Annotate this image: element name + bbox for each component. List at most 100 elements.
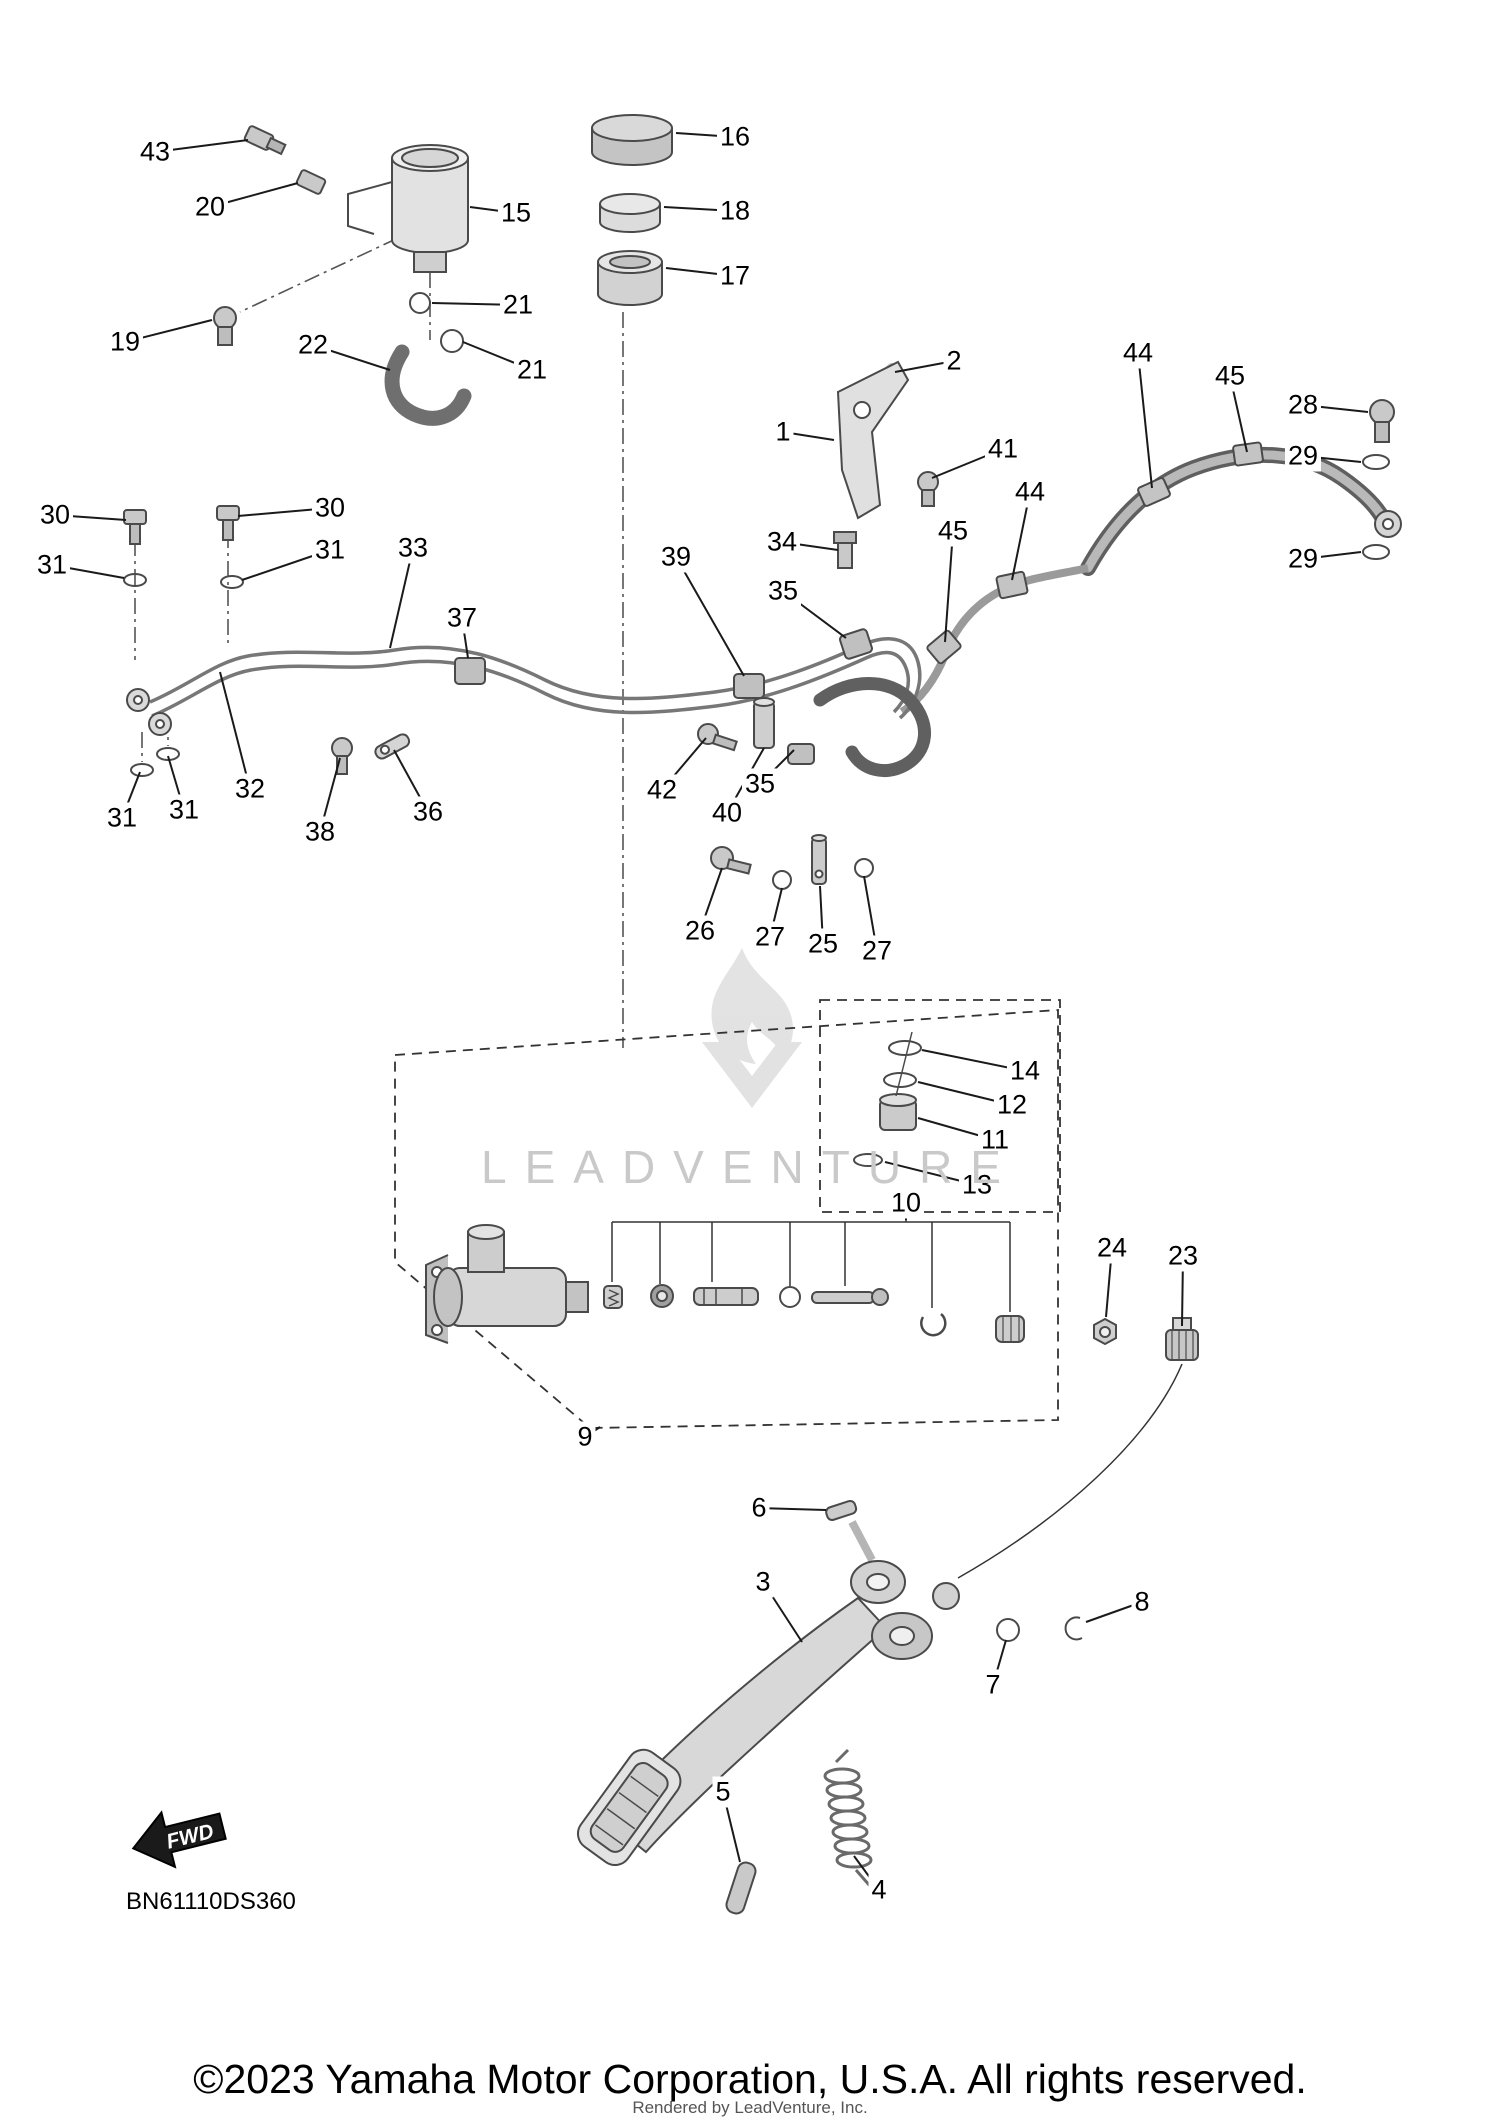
rod-25 bbox=[811, 834, 827, 885]
bolt-30a bbox=[123, 509, 147, 545]
clamp-44a bbox=[1137, 477, 1171, 507]
clamp-35b bbox=[787, 743, 815, 765]
callout-28: 28 bbox=[1284, 389, 1322, 421]
callout-19: 19 bbox=[106, 326, 144, 358]
callout-2: 2 bbox=[943, 345, 965, 377]
circlip bbox=[920, 1313, 947, 1337]
callout-14: 14 bbox=[1006, 1055, 1044, 1087]
brake-pedal-assembly bbox=[576, 1499, 1083, 1915]
washer-13 bbox=[853, 1153, 883, 1167]
bracket-1 bbox=[836, 360, 910, 520]
callout-38: 38 bbox=[301, 816, 339, 848]
callout-11: 11 bbox=[977, 1124, 1013, 1156]
callout-27: 27 bbox=[858, 935, 896, 967]
clamp-21a bbox=[409, 292, 431, 314]
washer-31b bbox=[220, 575, 244, 589]
callout-16: 16 bbox=[716, 121, 754, 153]
bolt-34 bbox=[833, 531, 857, 569]
leader-line-44 bbox=[1137, 352, 1153, 489]
pipe-end-fittings bbox=[123, 505, 873, 777]
clip-8 bbox=[1064, 1616, 1083, 1641]
washer-31c bbox=[130, 763, 154, 777]
leader-line-39 bbox=[675, 556, 745, 677]
feed-hose bbox=[813, 677, 931, 778]
callout-44: 44 bbox=[1119, 337, 1157, 369]
copyright-text: ©2023 Yamaha Motor Corporation, U.S.A. A… bbox=[193, 2056, 1307, 2102]
callout-21: 21 bbox=[513, 354, 551, 386]
callout-25: 25 bbox=[804, 928, 842, 960]
reservoir-hose-22 bbox=[384, 344, 472, 426]
callout-21: 21 bbox=[499, 289, 537, 321]
pin-6 bbox=[825, 1499, 858, 1521]
boot bbox=[995, 1315, 1025, 1343]
mc-outlet bbox=[565, 1281, 589, 1313]
leader-line-6 bbox=[758, 1507, 827, 1511]
callout-6: 6 bbox=[748, 1492, 770, 1524]
pedal-pad bbox=[576, 1748, 682, 1867]
callout-18: 18 bbox=[716, 195, 754, 227]
bolt-20 bbox=[295, 169, 327, 195]
plate-36 bbox=[374, 733, 411, 760]
callout-20: 20 bbox=[191, 191, 229, 223]
reservoir-assembly bbox=[213, 114, 673, 426]
banjo-bolt-28 bbox=[1369, 399, 1395, 443]
clamp-39 bbox=[733, 673, 765, 699]
fwd-arrow: FWD bbox=[131, 1810, 227, 1869]
washer-29a bbox=[1362, 454, 1390, 470]
reservoir-cap-16 bbox=[591, 114, 673, 166]
bolt-19 bbox=[213, 306, 237, 346]
clamp-45a bbox=[1232, 441, 1264, 467]
rendered-by-note: Rendered by LeadVenture, Inc. bbox=[632, 2098, 868, 2117]
callout-42: 42 bbox=[643, 774, 681, 806]
washer bbox=[779, 1286, 801, 1308]
callout-4: 4 bbox=[868, 1874, 890, 1906]
callout-35: 35 bbox=[764, 575, 802, 607]
washer-29b bbox=[1362, 544, 1390, 560]
return-spring-4 bbox=[823, 1748, 873, 1887]
washer-12 bbox=[883, 1072, 917, 1088]
callout-34: 34 bbox=[763, 526, 801, 558]
callout-31: 31 bbox=[165, 794, 203, 826]
bolt-30b bbox=[216, 505, 240, 541]
rear-brake-hose-group bbox=[833, 399, 1402, 716]
washer-31d bbox=[156, 747, 180, 761]
clamp-35a bbox=[839, 628, 873, 660]
callout-30: 30 bbox=[311, 492, 349, 524]
callout-35: 35 bbox=[741, 768, 779, 800]
clamp-21b bbox=[440, 329, 464, 353]
hose-to-pipes bbox=[899, 564, 1089, 716]
callout-33: 33 bbox=[394, 532, 432, 564]
nut-24 bbox=[1093, 1317, 1117, 1346]
bolt-38 bbox=[331, 737, 353, 775]
diagram-code: BN61110DS360 bbox=[126, 1888, 296, 1915]
callout-24: 24 bbox=[1093, 1232, 1131, 1264]
callout-36: 36 bbox=[409, 796, 447, 828]
brake-pipes bbox=[149, 636, 922, 720]
callout-12: 12 bbox=[993, 1089, 1031, 1121]
leadventure-logo-watermark bbox=[702, 948, 802, 1108]
pivot-lug bbox=[932, 1582, 960, 1610]
washer-31a bbox=[123, 573, 147, 587]
link-line-23-pedal bbox=[957, 1363, 1183, 1579]
leader-line-32 bbox=[219, 671, 251, 790]
union-stack bbox=[853, 1031, 922, 1167]
union-11 bbox=[879, 1093, 917, 1131]
callout-8: 8 bbox=[1131, 1586, 1153, 1618]
callout-40: 40 bbox=[708, 797, 746, 829]
watermark-text: LEADVENTURE bbox=[481, 1141, 1019, 1193]
callout-23: 23 bbox=[1164, 1240, 1202, 1272]
callout-13: 13 bbox=[958, 1169, 996, 1201]
leader-line-33 bbox=[389, 547, 414, 649]
cap-plate-18 bbox=[599, 193, 661, 233]
callout-3: 3 bbox=[752, 1566, 774, 1598]
callout-31: 31 bbox=[103, 802, 141, 834]
reservoir-bracket bbox=[347, 181, 393, 235]
kit-bracket bbox=[611, 1213, 1011, 1312]
bolt-43 bbox=[243, 125, 287, 156]
diaphragm-17 bbox=[597, 250, 663, 306]
leader-line-45 bbox=[944, 530, 954, 643]
callout-29: 29 bbox=[1284, 440, 1322, 472]
callout-30: 30 bbox=[36, 499, 74, 531]
